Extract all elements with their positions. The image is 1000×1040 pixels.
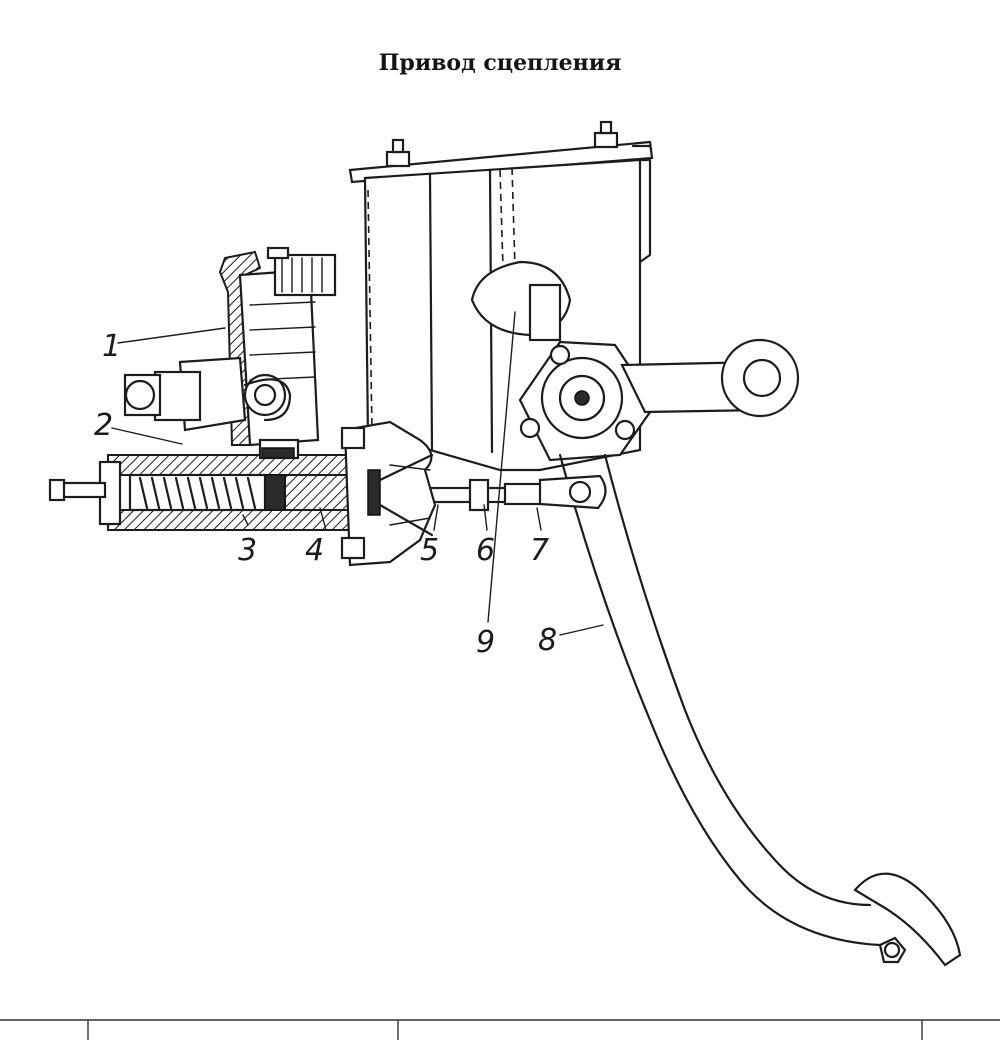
page-frame-bottom — [0, 1019, 1000, 1040]
callout-label: 4 — [305, 533, 324, 568]
master-cylinder — [48, 420, 437, 567]
page-title: Привод сцепления — [378, 50, 622, 76]
clutch-pedal-lever — [558, 453, 962, 967]
callout-label: 9 — [476, 625, 495, 660]
callout-label: 7 — [530, 533, 549, 568]
callout-label: 3 — [238, 533, 257, 568]
callout-label: 1 — [102, 329, 121, 364]
callout-label: 5 — [420, 533, 439, 568]
callout-leaders — [111, 311, 604, 636]
pedal-pivot-assembly — [470, 260, 800, 462]
outlet-union — [123, 356, 292, 432]
callout-label: 8 — [538, 623, 557, 658]
push-rod — [428, 474, 607, 512]
callout-label: 2 — [94, 408, 113, 443]
callout-label: 6 — [476, 533, 495, 568]
